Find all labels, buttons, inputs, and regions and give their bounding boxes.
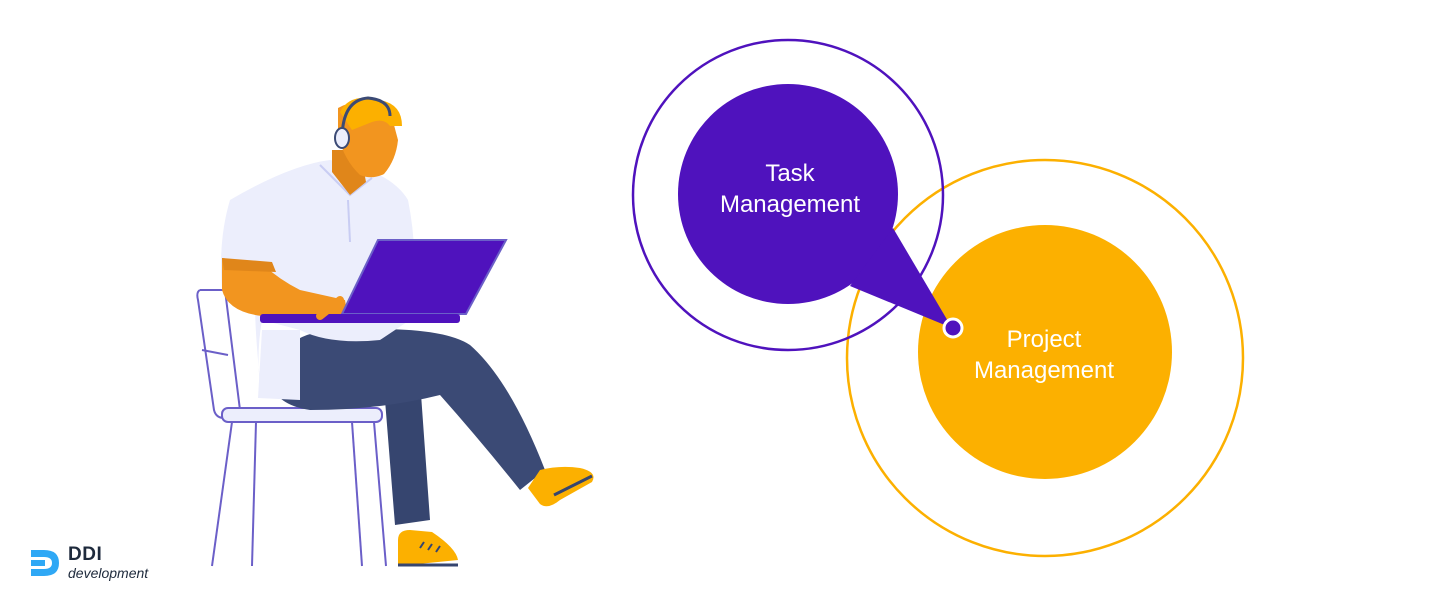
task-management-outer-ring <box>631 38 945 352</box>
project-management-label: Project Management <box>944 324 1144 386</box>
head <box>334 96 402 178</box>
legs <box>270 329 545 525</box>
shoes <box>398 466 594 567</box>
ddi-logo: DDI development <box>28 544 188 584</box>
task-management-circle <box>678 84 898 304</box>
torso <box>221 160 415 400</box>
management-diagram <box>631 38 1245 558</box>
ddi-logo-icon <box>31 550 59 576</box>
connector-dot <box>942 317 964 339</box>
connector-pointer <box>850 228 952 328</box>
laptop <box>260 239 508 323</box>
project-label-line1: Project <box>1006 326 1082 353</box>
arm <box>222 258 348 318</box>
task-label-line2: Management <box>719 191 861 218</box>
person-illustration <box>196 96 594 567</box>
task-label-line1: Task <box>765 160 815 187</box>
project-management-outer-ring <box>845 158 1245 558</box>
project-management-circle <box>918 225 1172 479</box>
logo-subtitle: development <box>68 565 149 581</box>
logo-name: DDI <box>68 544 103 565</box>
headset-icon <box>340 96 392 141</box>
project-label-line2: Management <box>973 357 1115 384</box>
task-management-label: Task Management <box>690 158 890 220</box>
